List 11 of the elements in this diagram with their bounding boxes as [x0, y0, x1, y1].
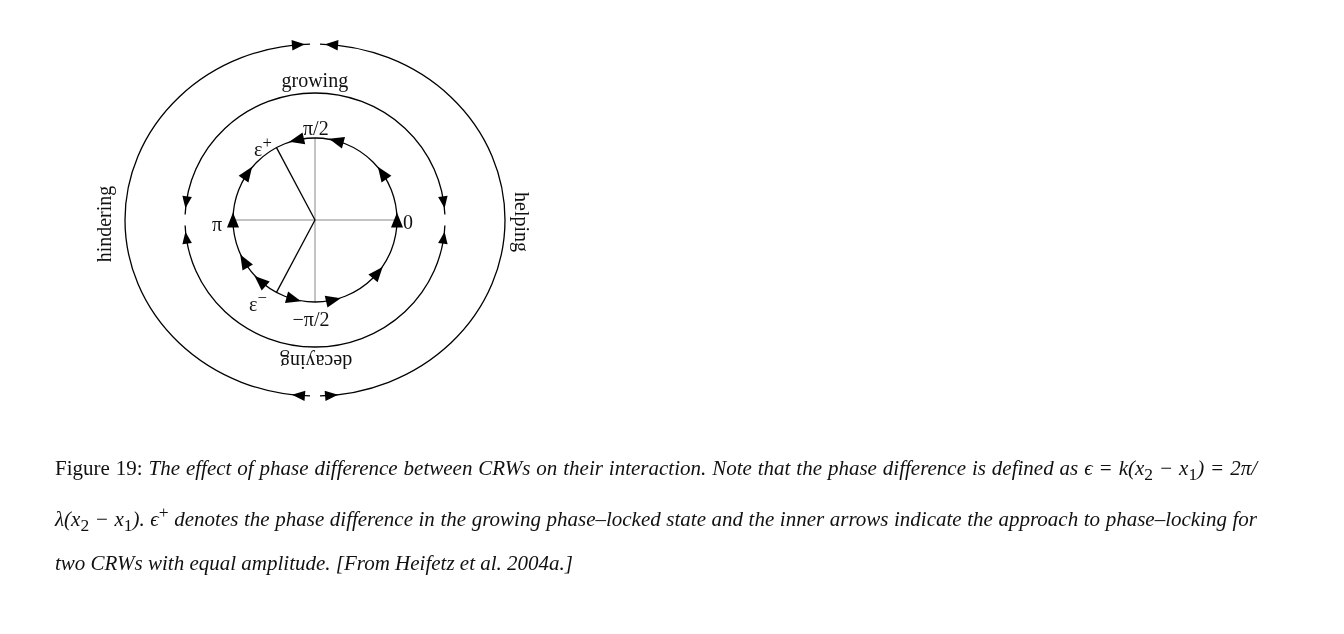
region-label: hindering — [93, 185, 114, 263]
region-label: helping — [512, 192, 532, 252]
phase-label: ε$^{−}$ — [249, 290, 267, 314]
phase-label: ε$^{+}$ — [254, 135, 272, 159]
phase-label: π/2 — [303, 118, 329, 138]
phase-label: π — [212, 214, 223, 234]
phase-label: 0 — [403, 212, 413, 232]
phase-label: −π/2 — [292, 309, 330, 329]
region-label: decaying — [280, 352, 353, 372]
figure-caption: Figure 19: The effect of phase difference between CRWs on their interaction. Note that the phase difference is defined as ϵ = k(x$_{2}$ − x$_{1}$) = 2π/λ(x$_{2}$ − x$_{1}$). ϵ$^{+}$ denotes the phase difference in the growing phase–locked state and the inner arrows indicate the approach to phase–locking for two CRWs with equal amplitude. [From Heifetz et al. 2004a.] — [55, 455, 1257, 578]
region-label: growing — [281, 70, 349, 90]
